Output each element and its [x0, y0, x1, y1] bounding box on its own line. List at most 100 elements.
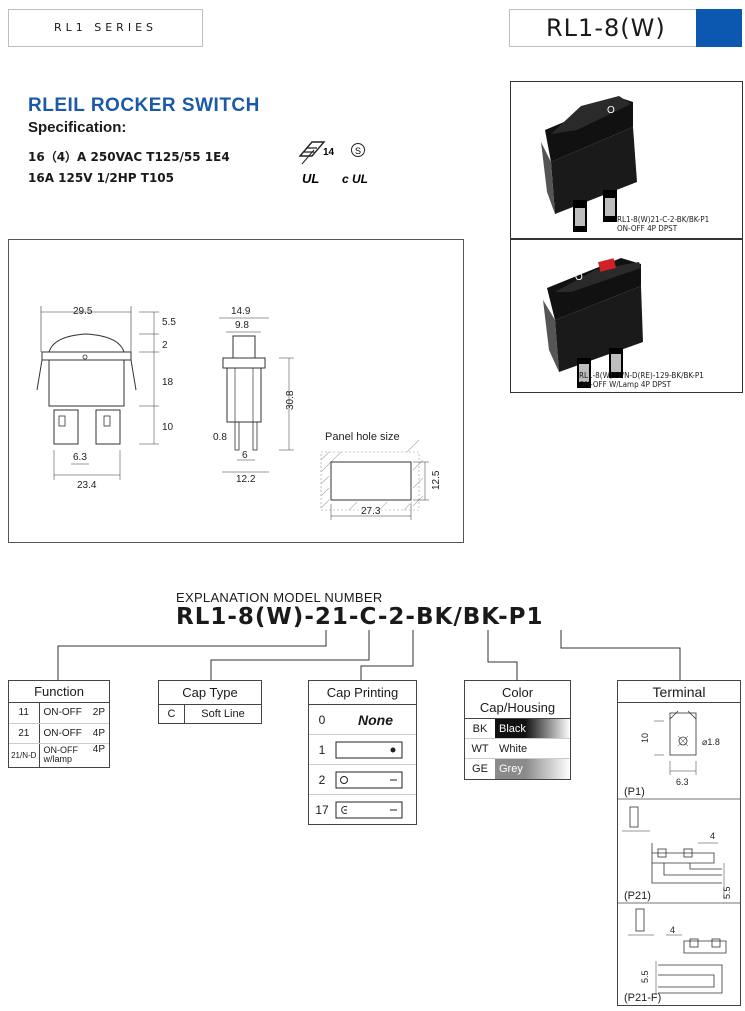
function-desc: ON-OFF [39, 703, 90, 724]
panel-hole-label: Panel hole size [325, 431, 400, 443]
function-table: Function 11 ON-OFF 2P 21 ON-OFF 4P 21/N-… [8, 680, 110, 768]
dimension-drawing: 29.5 5.5 2 18 10 6.3 23.4 14.9 9.8 30.8 … [8, 239, 464, 543]
p21f-label: (P21-F) [624, 992, 661, 1004]
dim-bottom: 12.2 [236, 474, 256, 485]
side-view-drawing [219, 317, 294, 473]
dim-terminal: 6.3 [73, 452, 87, 463]
color-title-2: Cap/Housing [479, 700, 556, 715]
cap-type-code: C [159, 705, 185, 723]
dim-w-outer: 14.9 [231, 306, 251, 317]
model-part-terminal: P1 [508, 604, 544, 630]
dim-height: 30.8 [285, 390, 296, 410]
printing-none: None [358, 711, 393, 728]
dim-cap-height: 5.5 [162, 317, 176, 328]
printing-code: 17 [315, 803, 329, 817]
cap-printing-table: Cap Printing 0 None 1 2 17 [308, 680, 417, 825]
accent-block [696, 9, 742, 47]
ul-icon: UL [302, 171, 319, 186]
table-row: WT White [465, 739, 570, 759]
p1-width: 6.3 [676, 777, 689, 787]
color-name-grey: Grey [495, 759, 570, 779]
p21f-d55: 5.5 [640, 970, 650, 983]
p21f-terminal-drawing [628, 908, 727, 995]
cul-icon: c UL [342, 172, 368, 186]
function-desc: ON-OFF w/lamp [43, 745, 79, 765]
terminal-table: Terminal 10 ⌀1.8 6.3 (P1) [617, 680, 741, 1006]
p21f-d4: 4 [670, 925, 675, 935]
p1-terminal-drawing [618, 710, 740, 800]
table-row: 21 ON-OFF 4P [9, 723, 109, 744]
panel-hole-width: 27.3 [361, 506, 381, 517]
product-photo-2: O RL1-8(W)21/N-D(RE)-129-BK/BK-P1 ON-OFF… [510, 239, 743, 393]
cap-type-desc: Soft Line [201, 708, 245, 720]
dim-pin: 0.8 [213, 432, 227, 443]
photo-2-caption-model: RL1-8(W)21/N-D(RE)-129-BK/BK-P1 [579, 371, 704, 380]
explanation-heading: EXPLANATION MODEL NUMBER [176, 590, 383, 605]
model-part-function: 21 [314, 604, 349, 630]
photo-2-caption-desc: ON-OFF W/Lamp 4P DPST [579, 380, 671, 389]
p21-d55: 5.5 [722, 886, 732, 899]
photo-1-caption-model: RL1-8(W)21-C-2-BK/BK-P1 [617, 215, 710, 224]
printing-o-dash-icon [335, 771, 403, 788]
table-row: 17 [309, 795, 416, 825]
model-sep: - [348, 604, 360, 630]
p1-label: (P1) [624, 786, 645, 798]
spec-line-1: 16（4）A 250VAC T125/55 1E4 [28, 150, 230, 164]
dim-w-inner: 9.8 [235, 320, 249, 331]
p21-d4: 4 [710, 831, 715, 841]
terminal-drawings: 10 ⌀1.8 6.3 (P1) 4 5.5 (P21) [618, 710, 740, 1004]
series-header: RL1 SERIES [8, 9, 203, 47]
model-part-printing: 2 [388, 604, 406, 630]
table-row: C Soft Line [159, 705, 261, 723]
enec-number: 14 [323, 147, 335, 158]
color-code: WT [471, 743, 489, 755]
dim-d18: 18 [162, 377, 174, 388]
photo-1-caption-desc: ON-OFF 4P DPST [617, 224, 678, 233]
model-sep: - [498, 604, 509, 630]
function-title: Function [9, 681, 109, 703]
spec-line-2: 16A 125V 1/2HP T105 [28, 171, 175, 185]
table-row: 0 None [309, 705, 416, 735]
product-photo-1: O RL1-8(W)21-C-2-BK/BK-P1 ON-OFF 4P DPST [510, 81, 743, 239]
function-code: 21 [9, 723, 40, 744]
table-row: 1 [309, 735, 416, 765]
brand-title: RLEIL ROCKER SWITCH [28, 95, 260, 116]
printing-power-dash-icon [335, 801, 403, 819]
model-title: RL1-8(W) [546, 14, 666, 42]
model-sep: - [377, 604, 389, 630]
model-sep: - [304, 604, 315, 630]
function-poles: 4P [92, 743, 105, 755]
dim-width-bottom: 23.4 [77, 480, 97, 491]
spec-heading: Specification: [28, 119, 127, 136]
p21-terminal-drawing [618, 806, 740, 904]
dim-d2: 2 [162, 340, 168, 351]
cap-type-title: Cap Type [159, 681, 261, 705]
printing-dot-icon [335, 741, 403, 758]
certification-marks: 14 S UL c UL [298, 140, 378, 190]
cap-mark-o: O [607, 105, 615, 116]
color-table: Color Cap/Housing BK Black WT White GE G… [464, 680, 571, 780]
panel-hole-drawing [320, 439, 429, 520]
table-row: 11 ON-OFF 2P [9, 703, 109, 724]
connector-lines [57, 630, 681, 680]
model-sep: - [405, 604, 416, 630]
color-code: BK [472, 723, 488, 735]
p1-hole: ⌀1.8 [702, 737, 720, 747]
printing-code: 1 [318, 742, 326, 757]
color-title-1: Color [501, 685, 534, 700]
p21-label: (P21) [624, 890, 651, 902]
function-code: 21/N-D [9, 743, 40, 767]
cap-printing-title: Cap Printing [309, 681, 416, 705]
front-view-drawing [36, 306, 159, 480]
dim-width-top: 29.5 [73, 306, 93, 317]
function-code: 11 [9, 703, 40, 724]
table-row: BK Black [465, 719, 570, 739]
color-name-white: White [499, 743, 528, 755]
model-part-w: (W) [254, 604, 305, 630]
color-name-black: Black [495, 719, 570, 738]
rocker-switch-image [541, 96, 637, 232]
panel-hole-height: 12.5 [431, 470, 442, 490]
s-mark-label: S [355, 146, 361, 156]
dim-spacing: 6 [242, 450, 248, 461]
printing-code: 0 [318, 712, 326, 727]
